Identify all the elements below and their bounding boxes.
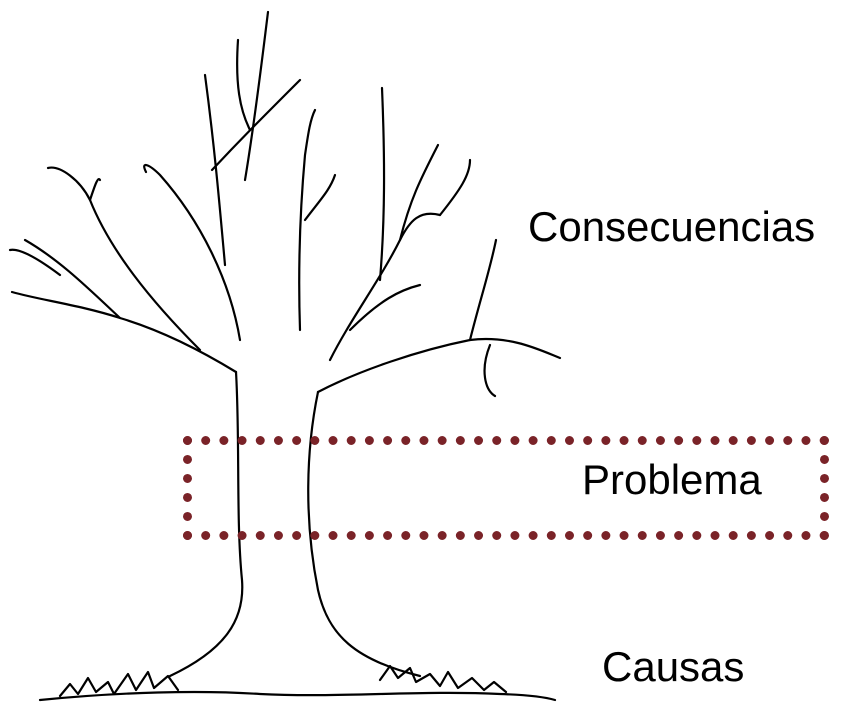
branch [243, 10, 270, 182]
consequences-label: Consecuencias [528, 203, 816, 250]
branch [23, 238, 122, 320]
problem-label: Problema [582, 456, 762, 503]
branch [10, 290, 238, 374]
grass [378, 664, 508, 694]
branch [398, 143, 440, 242]
branch [236, 38, 252, 132]
branch [378, 86, 386, 282]
branch [303, 173, 337, 222]
trunk [168, 370, 244, 678]
problem-box [183, 436, 829, 540]
branch [210, 78, 302, 172]
branch [298, 108, 317, 332]
branch [438, 158, 472, 217]
branch [468, 238, 498, 342]
grass [58, 670, 180, 698]
causes-label: Causas [602, 643, 745, 690]
branch [88, 177, 102, 202]
branch [483, 343, 497, 398]
branch [316, 337, 562, 394]
branch [143, 163, 242, 342]
ground [38, 690, 557, 702]
trunk [307, 390, 422, 678]
branch [328, 212, 442, 362]
branch [46, 166, 202, 352]
branch [348, 283, 422, 332]
branch [8, 248, 62, 277]
branch [203, 73, 227, 267]
